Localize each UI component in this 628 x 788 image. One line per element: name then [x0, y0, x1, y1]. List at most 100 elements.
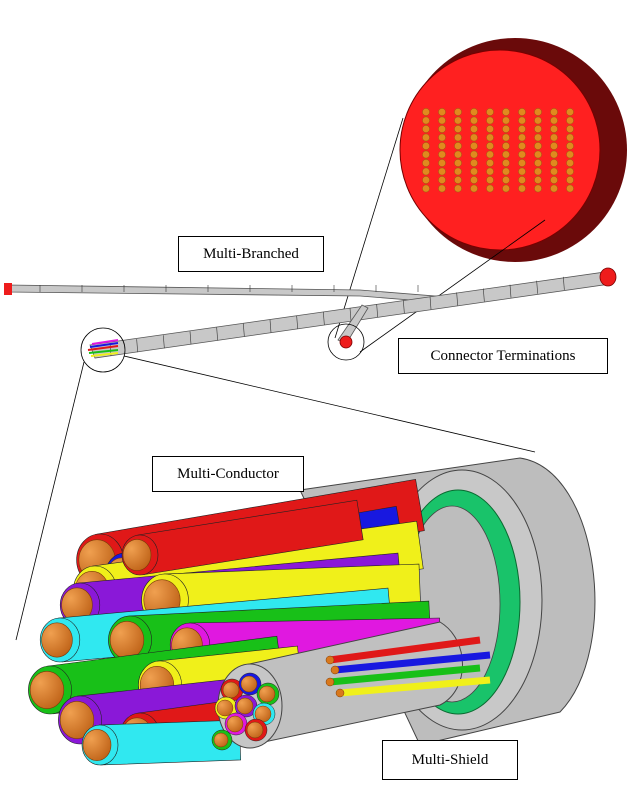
- connector-pin: [454, 150, 462, 159]
- connector-pin: [518, 116, 526, 125]
- connector-pin: [438, 150, 446, 159]
- zoom-line: [359, 219, 546, 353]
- connector-pin: [422, 176, 430, 184]
- connector-pin: [502, 108, 510, 116]
- connector-pin: [422, 167, 430, 176]
- shielded-wire-tip: [335, 688, 345, 698]
- connector-pin: [502, 167, 510, 176]
- cable-segment-line: [243, 323, 245, 337]
- cable-cutaway: [28, 457, 596, 766]
- cable-segment-line: [403, 300, 405, 314]
- connector-pin: [566, 133, 574, 142]
- connector-pin: [422, 125, 430, 133]
- connector-pin: [470, 184, 478, 193]
- cable-segment-line: [429, 296, 432, 310]
- connector-pin: [550, 184, 558, 193]
- zoom-circle-bundle: [80, 327, 126, 373]
- connector-pin: [550, 133, 558, 142]
- connector-pin: [534, 116, 542, 125]
- zoom-line: [123, 355, 536, 453]
- connector-pin: [518, 108, 526, 116]
- connector-pin: [454, 159, 462, 167]
- connector-termination: [339, 335, 353, 349]
- label-multi-shield: Multi-Shield: [382, 740, 518, 780]
- shielded-wire-tip: [325, 677, 335, 687]
- connector-pin: [534, 176, 542, 184]
- shielded-wire: [339, 676, 491, 697]
- connector-pin: [534, 184, 542, 193]
- inner-wire-core: [258, 685, 276, 703]
- connector-pin: [502, 176, 510, 184]
- connector-pin: [470, 116, 478, 125]
- cable-segment-line: [269, 319, 272, 333]
- connector-pin: [438, 142, 446, 150]
- connector-pin: [518, 159, 526, 167]
- connector-pin: [566, 142, 574, 150]
- connector-pin: [454, 116, 462, 125]
- cable-end-cap: [4, 283, 12, 295]
- connector-pin: [438, 108, 446, 116]
- connector-pin: [486, 108, 494, 116]
- connector-pin: [534, 159, 542, 167]
- connector-pin: [438, 176, 446, 184]
- inner-wire-core: [213, 732, 229, 748]
- connector-pin: [422, 150, 430, 159]
- connector-pin: [518, 150, 526, 159]
- connector-pin: [438, 159, 446, 167]
- connector-pin: [422, 184, 430, 193]
- connector-pin: [502, 159, 510, 167]
- cable-segment-line: [536, 280, 538, 294]
- connector-pin: [518, 133, 526, 142]
- connector-pin: [534, 142, 542, 150]
- multi-branched-cable: [4, 267, 617, 359]
- cable-segment-line: [296, 315, 298, 329]
- connector-pin: [422, 142, 430, 150]
- connector-pin: [470, 108, 478, 116]
- connector-pin: [438, 167, 446, 176]
- conductor-core: [59, 700, 95, 740]
- connector-pin: [534, 167, 542, 176]
- connector-pin: [438, 125, 446, 133]
- connector-pin: [502, 142, 510, 150]
- inner-wire-core: [226, 715, 244, 733]
- label-multi-branched: Multi-Branched: [178, 236, 324, 272]
- connector-pin: [470, 176, 478, 184]
- inner-shield-wires: [211, 636, 491, 751]
- connector-pin: [454, 167, 462, 176]
- connector-pin: [502, 116, 510, 125]
- connector-pin: [454, 108, 462, 116]
- connector-pin: [518, 142, 526, 150]
- cable-segment-line: [216, 327, 218, 341]
- connector-pin: [470, 125, 478, 133]
- cable-segment-line: [483, 288, 485, 302]
- connector-pin: [486, 167, 494, 176]
- shielded-wire-tip: [325, 655, 335, 665]
- connector-pin: [502, 125, 510, 133]
- connector-pin: [518, 167, 526, 176]
- inner-wire-core: [240, 675, 258, 693]
- shielded-wire: [329, 636, 481, 664]
- cable-segment-line: [136, 339, 138, 353]
- inner-wire-core: [246, 721, 264, 739]
- zoom-circle-connector: [327, 323, 365, 361]
- connector-pin: [566, 116, 574, 125]
- conductor-core: [41, 622, 73, 658]
- connector-pin: [566, 159, 574, 167]
- conductor-core: [29, 670, 65, 710]
- cable-end-cap: [599, 267, 617, 287]
- shielded-wire: [334, 651, 491, 674]
- connector-pin: [566, 150, 574, 159]
- label-multi-conductor: Multi-Conductor: [152, 456, 304, 492]
- connector-pin: [470, 159, 478, 167]
- connector-pin: [550, 108, 558, 116]
- connector-pin: [454, 125, 462, 133]
- connector-pin: [550, 116, 558, 125]
- connector-pin: [534, 150, 542, 159]
- label-connector-terminations: Connector Terminations: [398, 338, 608, 374]
- connector-pin: [566, 125, 574, 133]
- connector-pin: [470, 167, 478, 176]
- connector-pin: [550, 159, 558, 167]
- connector-pin: [534, 125, 542, 133]
- shielded-wire: [329, 664, 481, 686]
